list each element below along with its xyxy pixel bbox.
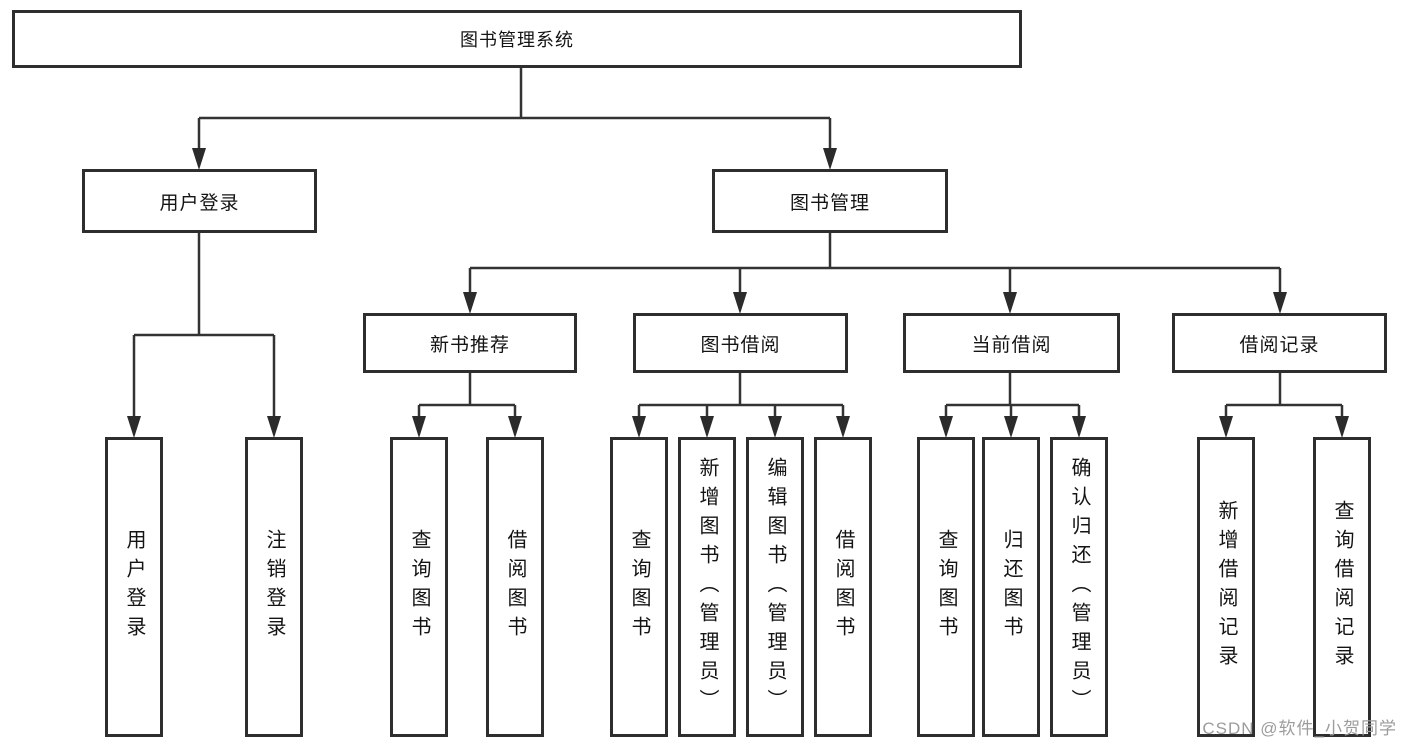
node-book-borrowing: 图书借阅 bbox=[633, 313, 848, 373]
leaf-user-login: 用户登录 bbox=[105, 437, 163, 737]
leaf-borrow-books: 借阅图书 bbox=[814, 437, 872, 737]
leaf-query-books-current: 查询图书 bbox=[917, 437, 975, 737]
leaf-query-borrow-record: 查询借阅记录 bbox=[1313, 437, 1371, 737]
node-borrowing-records: 借阅记录 bbox=[1172, 313, 1387, 373]
leaf-logout: 注销登录 bbox=[245, 437, 303, 737]
node-library-management-system: 图书管理系统 bbox=[12, 10, 1022, 68]
leaf-edit-books-admin: 编辑图书（管理员） bbox=[746, 437, 804, 737]
leaf-return-books: 归还图书 bbox=[982, 437, 1040, 737]
leaf-query-books-recommend: 查询图书 bbox=[390, 437, 448, 737]
node-current-borrowing: 当前借阅 bbox=[903, 313, 1120, 373]
node-book-management: 图书管理 bbox=[712, 169, 948, 233]
csdn-watermark: CSDN @软件_小贺同学 bbox=[1202, 719, 1397, 738]
leaf-add-borrow-record: 新增借阅记录 bbox=[1197, 437, 1255, 737]
leaf-add-books-admin: 新增图书（管理员） bbox=[678, 437, 736, 737]
leaf-confirm-return-admin: 确认归还（管理员） bbox=[1050, 437, 1108, 737]
leaf-borrow-books-recommend: 借阅图书 bbox=[486, 437, 544, 737]
leaf-query-books-borrow: 查询图书 bbox=[610, 437, 668, 737]
node-new-book-recommendation: 新书推荐 bbox=[363, 313, 577, 373]
node-user-login: 用户登录 bbox=[82, 169, 317, 233]
